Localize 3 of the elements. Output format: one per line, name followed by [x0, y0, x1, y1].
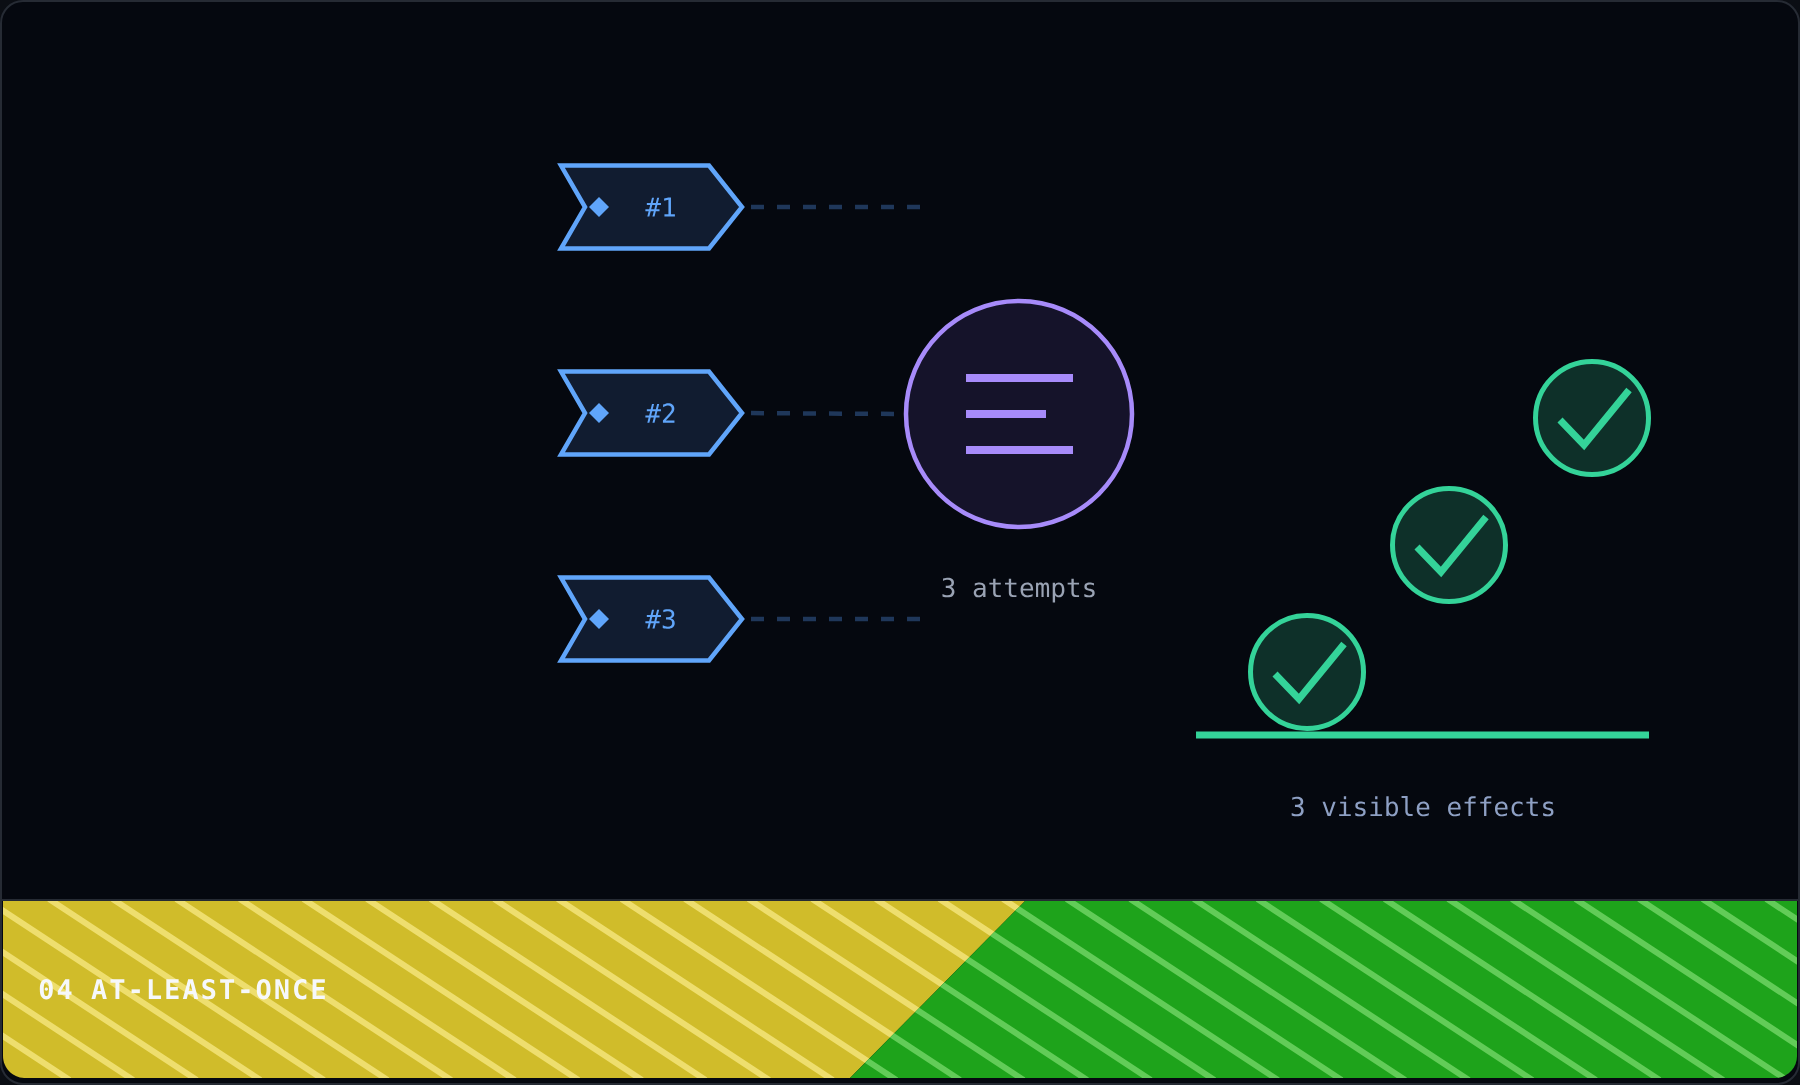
label: 3 visible effects — [1291, 796, 1554, 817]
node-label: 3 attempts — [942, 577, 1095, 603]
title: 04 AT-LEAST-ONCE — [39, 978, 325, 1000]
